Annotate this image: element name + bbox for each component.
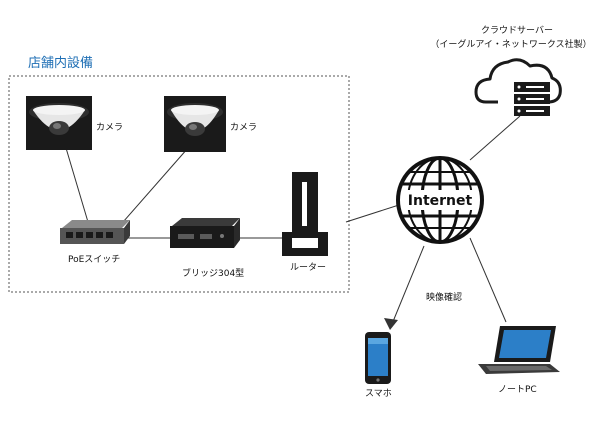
router: ルーター [282, 172, 328, 273]
camera-1: カメラ [26, 96, 123, 150]
link-video-check [391, 245, 425, 325]
poe-switch-label: PoEスイッチ [68, 254, 120, 265]
smartphone-icon [365, 332, 391, 384]
laptop: ノートPC [478, 326, 560, 395]
link-router-internet [345, 203, 403, 223]
laptop-icon [478, 326, 560, 374]
poe-switch: PoEスイッチ [60, 220, 130, 265]
link-internet-laptop [469, 237, 507, 323]
store-area-title: 店舗内設備 [28, 55, 93, 71]
link-internet-cloud [469, 115, 521, 161]
internet: Internet [396, 156, 484, 244]
link-camera2-switch [115, 147, 189, 231]
internet-label: Internet [408, 193, 473, 209]
camera-2-label: カメラ [230, 122, 257, 133]
bridge-device-icon [170, 218, 240, 248]
camera-1-label: カメラ [96, 122, 123, 133]
laptop-label: ノートPC [498, 385, 537, 395]
smartphone: スマホ [365, 332, 392, 399]
globe-icon [396, 156, 484, 244]
connection-lines [65, 115, 521, 330]
bridge-304: ブリッジ304型 [170, 218, 244, 279]
video-check-label: 映像確認 [426, 291, 462, 303]
cloud-subtitle: （イーグルアイ・ネットワークス社製） [430, 38, 591, 50]
smartphone-label: スマホ [365, 388, 392, 399]
video-check-arrowhead [384, 318, 398, 330]
link-camera1-switch [65, 147, 89, 223]
cloud-server-icon [474, 58, 562, 116]
store-area-boundary [8, 75, 350, 293]
camera-2: カメラ [164, 96, 257, 152]
bridge-label: ブリッジ304型 [182, 267, 244, 279]
router-label: ルーター [290, 262, 326, 273]
cloud-server: クラウドサーバー （イーグルアイ・ネットワークス社製） [430, 25, 592, 116]
cloud-title: クラウドサーバー [481, 25, 553, 36]
router-icon [282, 172, 328, 256]
switch-icon [60, 220, 130, 244]
